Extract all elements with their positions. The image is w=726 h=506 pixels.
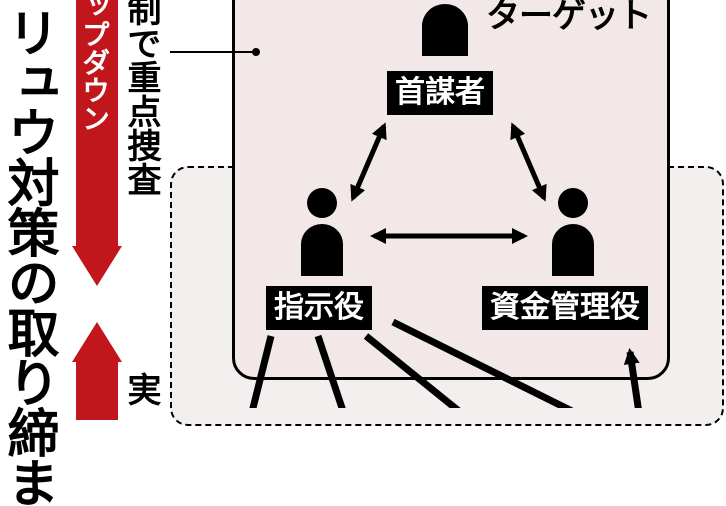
money-manager-person-icon <box>552 188 594 276</box>
line-down-2 <box>314 334 346 408</box>
connection-lines <box>170 48 642 408</box>
red-arrow-text: ップダウン <box>78 0 111 132</box>
callout-dot <box>252 48 260 56</box>
mid-vertical-text: 制で重点捜査 <box>121 0 161 196</box>
red-up-arrow <box>72 322 122 420</box>
line-down-4 <box>391 318 574 408</box>
commander-label: 指示役 <box>266 286 372 330</box>
line-down-3 <box>363 333 461 408</box>
left-title: リュウ対策の取り締ま <box>0 6 58 506</box>
arrow-leader-money <box>510 122 547 202</box>
money-manager-label: 資金管理役 <box>482 286 648 330</box>
leader-person-icon <box>422 4 468 56</box>
target-label: ターゲット <box>486 0 652 36</box>
arrow-leader-commander <box>350 122 387 202</box>
commander-person-icon <box>301 188 343 276</box>
bottom-vertical-text: 実 <box>121 372 161 406</box>
line-down-1 <box>249 335 275 408</box>
arrow-up-money <box>623 348 642 408</box>
leader-label: 首謀者 <box>387 71 493 115</box>
red-down-arrow <box>72 0 122 290</box>
